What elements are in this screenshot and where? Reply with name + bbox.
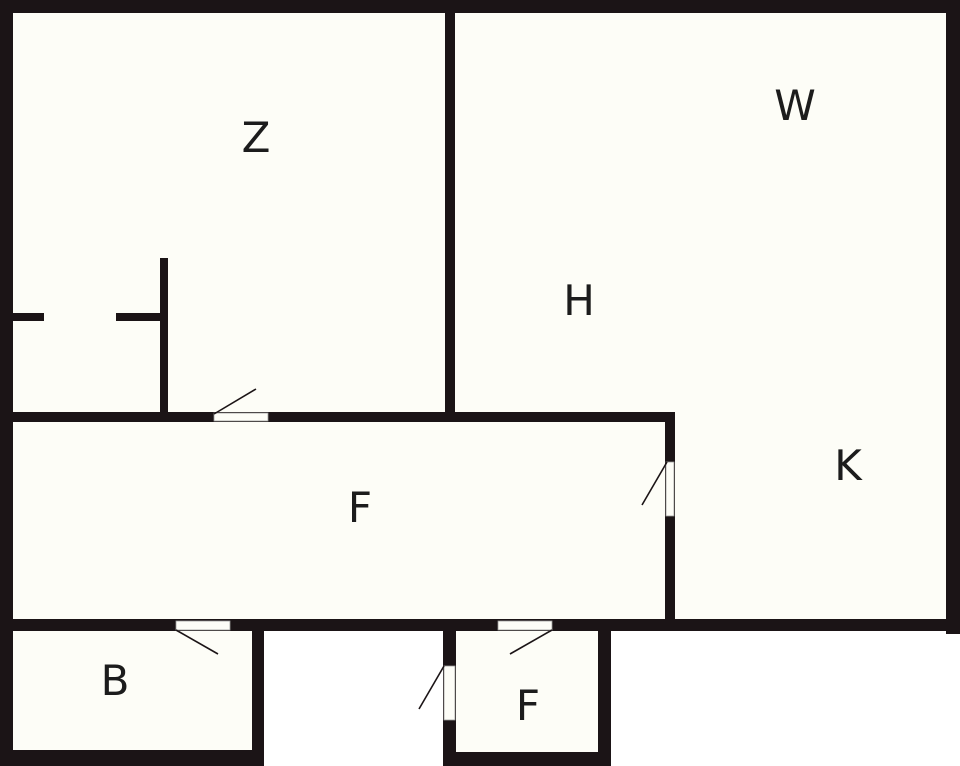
room-label-z: Z — [242, 113, 271, 162]
door-k-opening — [665, 461, 675, 517]
door-z-opening — [213, 412, 269, 422]
small-hall-floor — [450, 630, 608, 766]
wall-closet-left-stub — [0, 313, 44, 321]
room-label-f-hall: F — [348, 483, 372, 532]
wall-bathroom-right — [252, 620, 264, 766]
room-label-w: W — [774, 81, 816, 130]
wall-z-f — [0, 412, 674, 422]
room-label-b: B — [101, 656, 130, 705]
door-small-hall-leaf — [509, 629, 553, 655]
wall-closet-right-stub — [116, 313, 168, 321]
wall-top — [0, 0, 960, 13]
door-k — [641, 461, 675, 517]
door-b-leaf — [175, 629, 219, 655]
door-entrance-opening — [443, 665, 456, 721]
door-z-leaf — [213, 388, 257, 415]
wall-f-k — [665, 412, 675, 624]
door-small-hall — [497, 620, 553, 655]
door-entrance-leaf — [418, 665, 445, 710]
door-b — [175, 620, 231, 655]
wall-small-hall-bottom — [443, 752, 611, 766]
room-labels: Z W H K F B F — [101, 81, 864, 730]
doors — [175, 388, 675, 721]
bathroom-floor — [0, 630, 262, 766]
wall-f-bottom — [0, 619, 960, 631]
wall-bathroom-bottom — [0, 750, 264, 766]
door-entrance — [418, 665, 456, 721]
door-small-hall-opening — [497, 620, 553, 631]
room-label-f-small: F — [516, 681, 540, 730]
wall-right — [946, 0, 960, 634]
door-k-leaf — [641, 461, 668, 506]
wall-z-h — [445, 0, 455, 418]
room-label-h: H — [563, 276, 595, 325]
room-label-k: K — [834, 441, 863, 490]
wall-closet-vertical — [160, 258, 168, 418]
door-z — [213, 388, 269, 422]
wall-left — [0, 0, 13, 766]
wall-small-hall-right — [598, 620, 611, 766]
door-b-opening — [175, 620, 231, 631]
